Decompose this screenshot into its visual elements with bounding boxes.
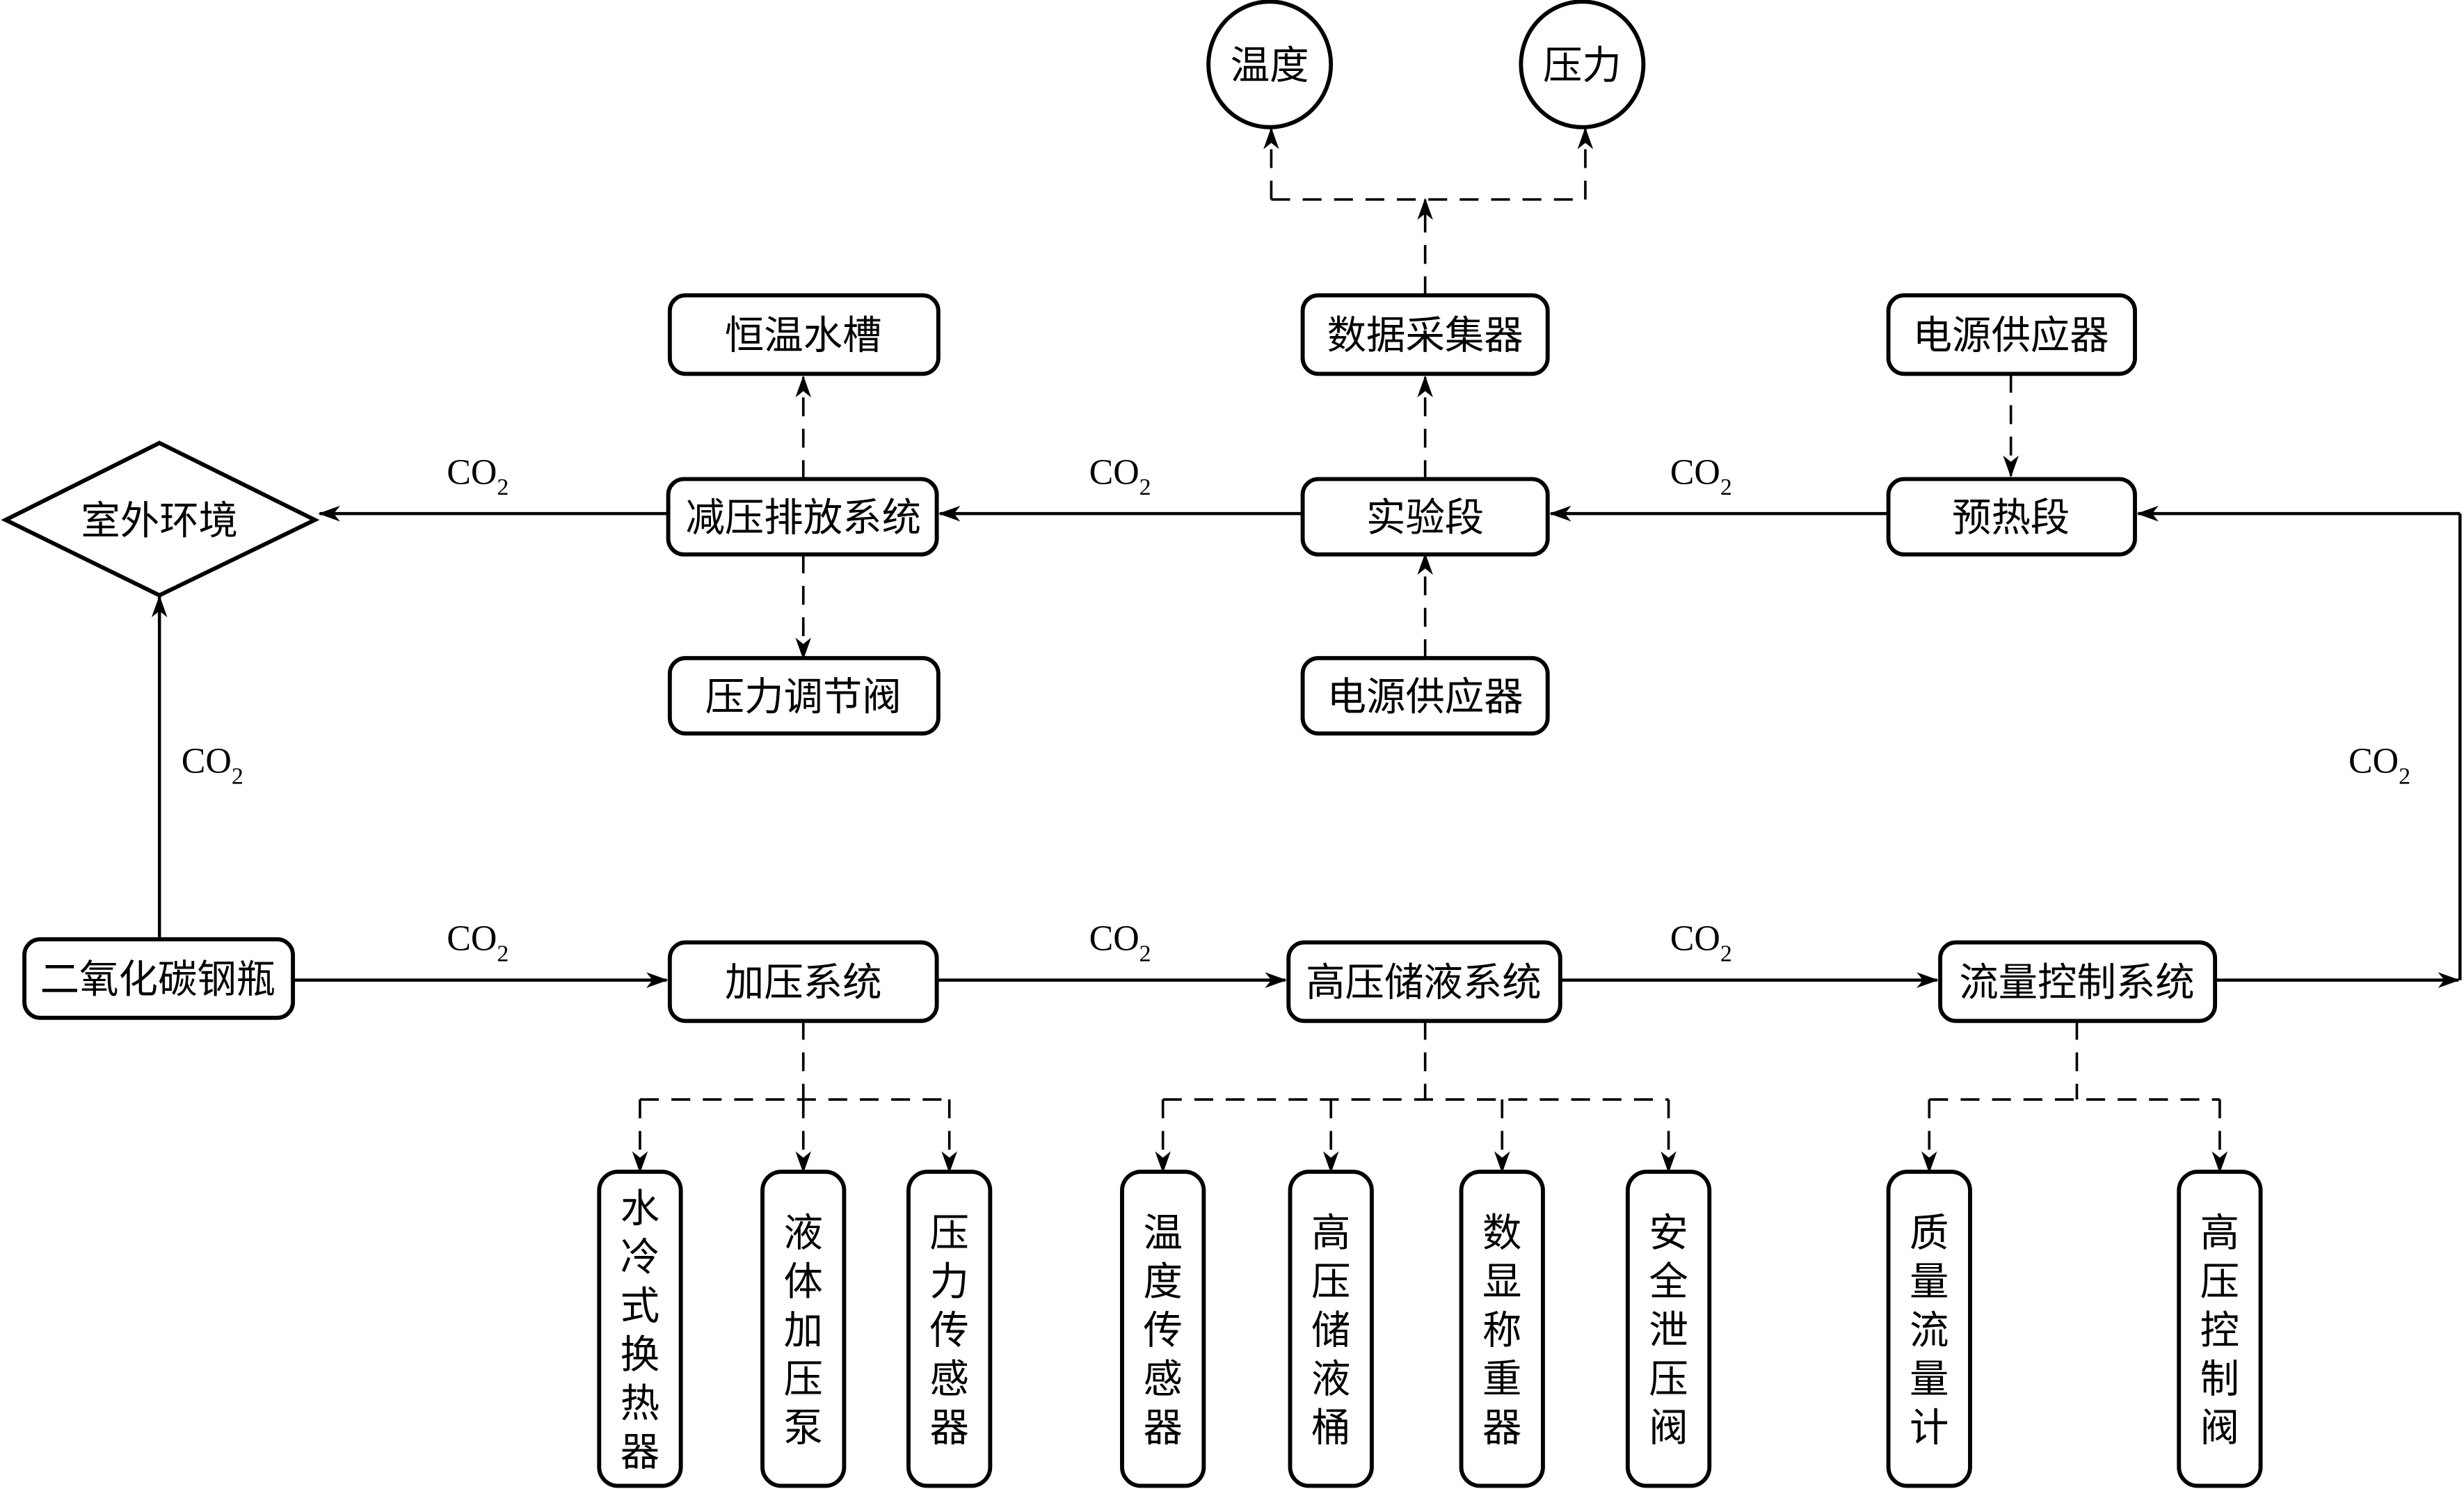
- node-tsensor-char: 度: [1143, 1259, 1182, 1305]
- co2-label: CO2: [447, 452, 509, 500]
- co2-label: CO2: [2349, 742, 2410, 790]
- node-tsensor-char: 器: [1143, 1406, 1182, 1451]
- dashed-connectors: [632, 127, 2228, 1174]
- node-outdoor: 室外环境: [1, 440, 320, 598]
- node-pressure-label: 压力: [1543, 43, 1622, 88]
- node-safety-char: 全: [1649, 1259, 1688, 1305]
- node-hx-char: 热: [621, 1381, 659, 1426]
- co2-label: CO2: [447, 919, 509, 967]
- node-test: 实验段: [1300, 477, 1550, 557]
- co2-label: CO2: [1670, 919, 1732, 967]
- node-tank-char: 桶: [1311, 1406, 1350, 1451]
- node-bath-label: 恒温水槽: [725, 313, 882, 358]
- node-test-label: 实验段: [1366, 495, 1484, 541]
- node-safety-char: 安: [1649, 1211, 1688, 1256]
- node-hpvalve-char: 高: [2200, 1211, 2239, 1256]
- node-scale-char: 称: [1482, 1308, 1521, 1353]
- node-tsensor-char: 温: [1143, 1211, 1182, 1256]
- node-tank-char: 压: [1311, 1259, 1350, 1305]
- node-outdoor-label: 室外环境: [81, 499, 238, 544]
- node-hpvalve-char: 制: [2200, 1357, 2239, 1402]
- co2-label: CO2: [1089, 919, 1151, 967]
- node-mfm-char: 量: [1910, 1357, 1949, 1402]
- node-tsensor-char: 传: [1143, 1308, 1182, 1353]
- node-psensor-char: 压: [929, 1211, 968, 1256]
- node-mfm-char: 量: [1910, 1259, 1949, 1305]
- node-tank-char: 高: [1311, 1211, 1350, 1256]
- node-pump-char: 泵: [784, 1406, 823, 1451]
- node-psensor-char: 感: [929, 1357, 968, 1402]
- node-preheat: 预热段: [1886, 477, 2137, 557]
- node-daq: 数据采集器: [1300, 293, 1550, 376]
- co2-label: CO2: [1089, 452, 1151, 500]
- node-tank-char: 储: [1311, 1308, 1350, 1353]
- node-pressurize-label: 加压系统: [725, 960, 882, 1005]
- node-hx-char: 式: [621, 1284, 659, 1329]
- node-mfm-char: 计: [1910, 1406, 1949, 1451]
- node-pvalve: 压力调节阀: [667, 655, 941, 736]
- node-pressurize: 加压系统: [667, 940, 939, 1024]
- node-daq-label: 数据采集器: [1327, 313, 1523, 358]
- node-temp: 温度: [1206, 0, 1334, 129]
- node-pump-char: 体: [784, 1259, 823, 1305]
- node-flowctrl-label: 流量控制系统: [1959, 960, 2195, 1005]
- co2-label: CO2: [1670, 452, 1732, 500]
- node-hx-char: 换: [621, 1332, 659, 1378]
- node-mfm-char: 质: [1910, 1211, 1949, 1256]
- node-pressure: 压力: [1519, 0, 1646, 129]
- node-relief-label: 减压排放系统: [685, 495, 921, 541]
- node-scale-char: 数: [1482, 1211, 1521, 1256]
- node-scale-char: 显: [1482, 1259, 1521, 1305]
- vertical-nodes: 水冷式换热器液体加压泵压力传感器温度传感器高压储液桶数显称重器安全泄压阀质量流量…: [597, 1170, 2263, 1488]
- node-pump-char: 液: [784, 1211, 823, 1256]
- node-storage-label: 高压储液系统: [1306, 960, 1542, 1005]
- node-preheat-label: 预热段: [1952, 495, 2070, 541]
- node-hx-char: 器: [621, 1430, 659, 1475]
- node-safety-char: 压: [1649, 1357, 1688, 1402]
- node-safety-char: 泄: [1649, 1308, 1688, 1353]
- node-bath: 恒温水槽: [667, 293, 941, 376]
- node-safety-char: 阀: [1649, 1406, 1688, 1451]
- node-psensor-char: 器: [929, 1406, 968, 1451]
- node-pump-char: 加: [784, 1308, 823, 1353]
- node-scale-char: 器: [1482, 1406, 1521, 1451]
- node-pvalve-label: 压力调节阀: [705, 674, 902, 719]
- node-temp-label: 温度: [1231, 43, 1309, 88]
- node-tsensor-char: 感: [1143, 1357, 1182, 1402]
- node-pump-char: 压: [784, 1357, 823, 1402]
- node-relief: 减压排放系统: [666, 477, 939, 557]
- node-cylinder-label: 二氧化碳钢瓶: [40, 957, 276, 1003]
- node-hx-char: 水: [621, 1186, 659, 1232]
- co2-labels: CO2 CO2 CO2 CO2 CO2 CO2 CO2 CO2: [182, 452, 2410, 966]
- node-hx-char: 冷: [621, 1235, 659, 1280]
- node-cylinder: 二氧化碳钢瓶: [22, 937, 296, 1020]
- node-hpvalve-char: 阀: [2200, 1406, 2239, 1451]
- node-psu-top-label: 电源供应器: [1913, 313, 2109, 358]
- node-psensor-char: 力: [929, 1259, 968, 1305]
- node-hpvalve-char: 控: [2200, 1308, 2239, 1353]
- node-psensor-char: 传: [929, 1308, 968, 1353]
- co2-label: CO2: [182, 742, 243, 790]
- node-psu-top: 电源供应器: [1886, 293, 2137, 376]
- node-psu-mid: 电源供应器: [1300, 655, 1550, 736]
- node-mfm-char: 流: [1910, 1308, 1949, 1353]
- node-storage: 高压储液系统: [1286, 940, 1562, 1024]
- node-flowctrl: 流量控制系统: [1938, 940, 2218, 1024]
- node-scale-char: 重: [1482, 1357, 1521, 1402]
- solid-connectors: [151, 505, 2462, 988]
- node-tank-char: 液: [1311, 1357, 1350, 1402]
- node-hpvalve-char: 压: [2200, 1259, 2239, 1305]
- node-psu-mid-label: 电源供应器: [1327, 674, 1523, 719]
